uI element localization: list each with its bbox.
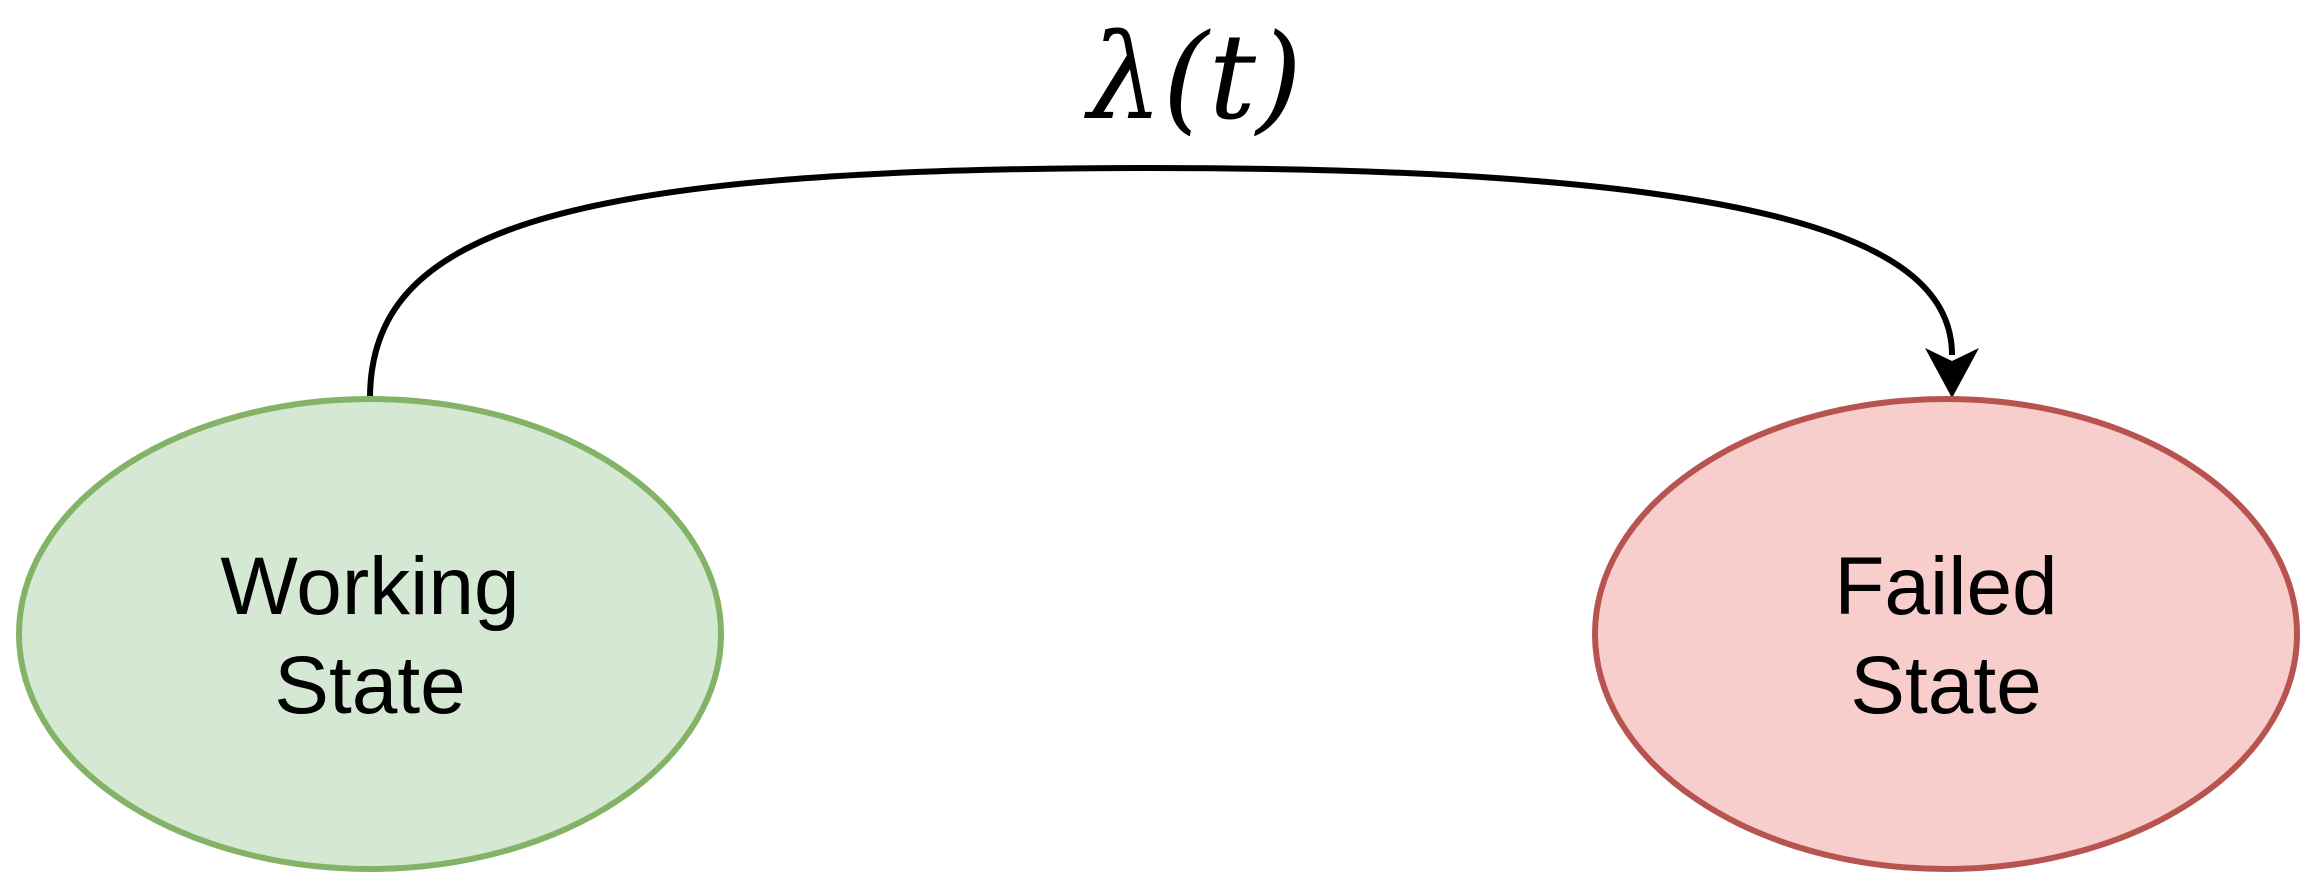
working-state-ellipse — [16, 396, 724, 872]
arrowhead — [1925, 348, 1979, 398]
working-state-label-line2: State — [274, 640, 465, 731]
transition-rate-label: λ(t) — [1084, 8, 1302, 146]
failed-state-label-line2: State — [1850, 640, 2041, 731]
failed-state-label-line1: Failed — [1834, 541, 2057, 632]
failed-state-node: Failed State — [1592, 396, 2300, 872]
failed-state-ellipse — [1592, 396, 2300, 872]
working-state-label-line1: Working — [220, 541, 519, 632]
working-state-node: Working State — [16, 396, 724, 872]
transition-arrow — [367, 164, 1955, 399]
